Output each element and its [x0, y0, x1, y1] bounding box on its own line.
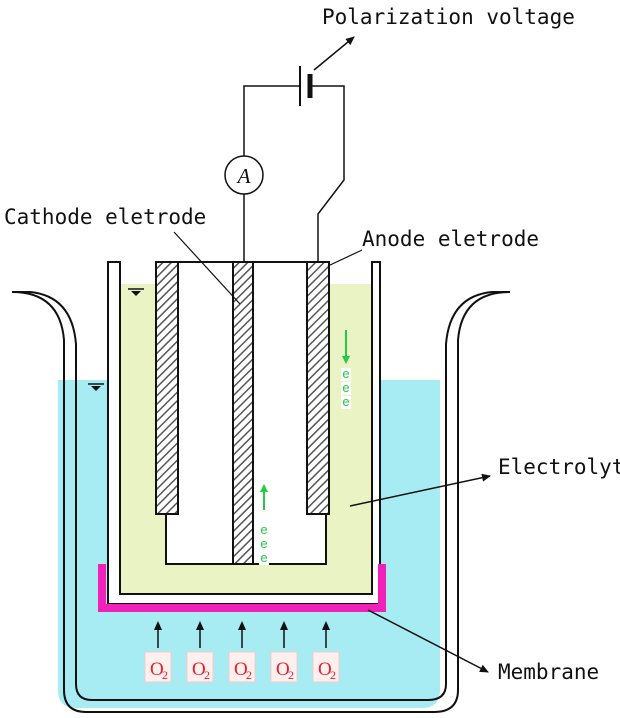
- circuit-wire-right: [310, 85, 345, 262]
- membrane: [98, 564, 386, 612]
- polarization-arrow: [313, 36, 355, 71]
- o2-subscript: 2: [288, 668, 294, 682]
- ammeter-icon: [224, 155, 264, 195]
- electron-symbol: e: [342, 380, 349, 395]
- o2-molecule: O: [318, 659, 332, 680]
- electron-symbol: e: [260, 536, 267, 551]
- electron-symbol: e: [260, 522, 267, 537]
- o2-subscript: 2: [246, 668, 252, 682]
- polarization-voltage-label: Polarization voltage: [322, 5, 575, 29]
- o2-arrow-head: [238, 621, 246, 630]
- o2-subscript: 2: [330, 668, 336, 682]
- o2-subscript: 2: [204, 668, 210, 682]
- o2-molecule: O: [276, 659, 290, 680]
- o2-box: [312, 651, 340, 683]
- outer-vessel-wall-inner: [29, 291, 493, 701]
- o2-arrow-head: [154, 621, 162, 630]
- electron-symbol: e: [342, 394, 349, 409]
- electron-bg: [341, 368, 351, 381]
- electron-symbol: e: [260, 550, 267, 565]
- anode-bar-right: [306, 261, 330, 515]
- circuit-wire-left: [243, 85, 300, 262]
- o2-molecule: O: [150, 659, 164, 680]
- cathode-label: Cathode eletrode: [4, 205, 206, 229]
- o2-arrow-head: [280, 621, 288, 630]
- electron-bg: [259, 524, 269, 537]
- o2-box: [144, 651, 172, 683]
- o2-subscript: 2: [162, 668, 168, 682]
- electron-arrow-head: [342, 356, 350, 364]
- outer-vessel-wall-outer: [11, 291, 511, 713]
- cathode-bar: [232, 261, 254, 565]
- anode-bar-left: [155, 261, 179, 515]
- membrane-arrow: [367, 609, 489, 673]
- membrane-label: Membrane: [498, 660, 599, 684]
- o2-box: [270, 651, 298, 683]
- electron-bg: [259, 538, 269, 551]
- electron-arrow-head: [260, 484, 268, 492]
- electrolyte-label: Electrolyte: [498, 455, 620, 479]
- electron-bg: [341, 382, 351, 395]
- anode-label: Anode eletrode: [362, 227, 539, 251]
- electron-symbol: e: [342, 366, 349, 381]
- o2-molecule: O: [192, 659, 206, 680]
- electrolyte-arrow: [349, 473, 491, 507]
- o2-box: [228, 651, 256, 683]
- o2-molecule: O: [234, 659, 248, 680]
- o2-arrow-head: [322, 621, 330, 630]
- electron-bg: [341, 396, 351, 409]
- electron-bg: [259, 552, 269, 565]
- o2-arrow-head: [196, 621, 204, 630]
- o2-box: [186, 651, 214, 683]
- ammeter-label: A: [236, 164, 251, 188]
